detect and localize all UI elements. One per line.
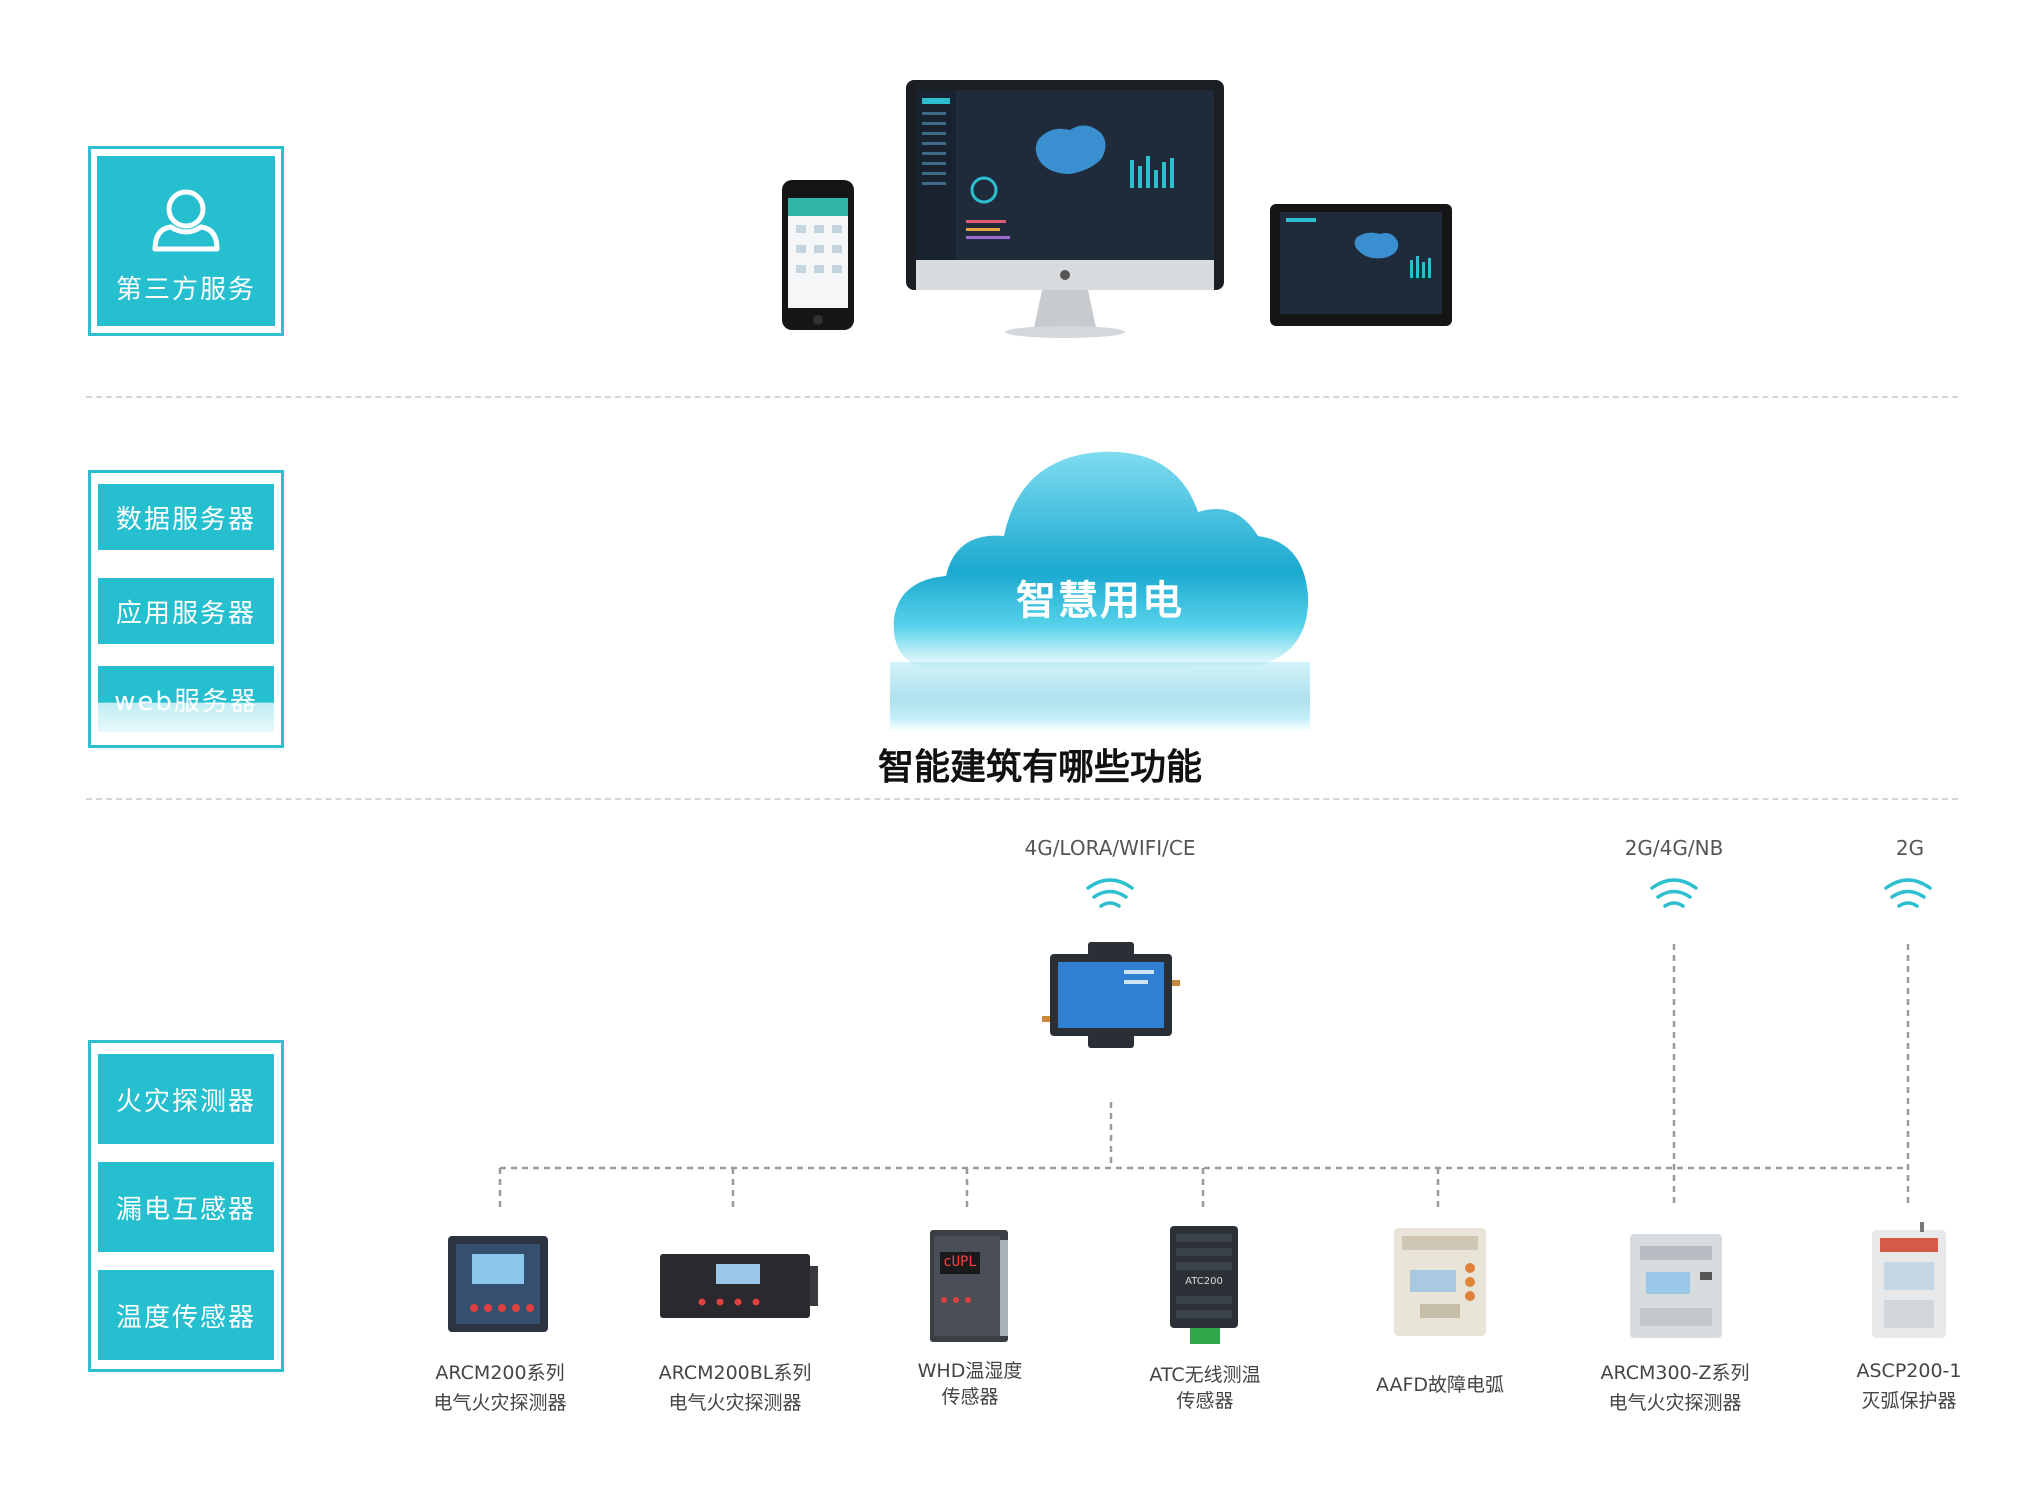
- cloud-shape: [890, 451, 1310, 732]
- product-label-whd-line1: WHD温湿度: [917, 1360, 1023, 1382]
- wifi-icon-ascp: [1884, 878, 1932, 908]
- product-arcm300-image: [1630, 1234, 1722, 1338]
- tablet-device: [1270, 204, 1452, 326]
- product-label-arcm200: ARCM200系列 电气火灾探测器: [390, 1358, 610, 1418]
- product-label-ascp-line2: 灭弧保护器: [1861, 1390, 1957, 1412]
- network-label-arcm300: 2G/4G/NB: [1624, 836, 1724, 860]
- product-label-ascp: ASCP200-1 灭弧保护器: [1799, 1356, 2019, 1416]
- product-label-whd-line2: 传感器: [941, 1386, 999, 1408]
- product-label-arcm200bl: ARCM200BL系列 电气火灾探测器: [625, 1358, 845, 1418]
- server-data: 数据服务器: [98, 484, 274, 550]
- product-aafd-image: [1394, 1228, 1486, 1336]
- device-fire-detector: 火灾探测器: [98, 1054, 274, 1144]
- product-label-arcm300-line2: 电气火灾探测器: [1608, 1392, 1742, 1414]
- cloud-label: 智慧用电: [1016, 578, 1184, 624]
- client-devices: [782, 80, 1452, 338]
- product-label-arcm200-line1: ARCM200系列: [435, 1362, 565, 1384]
- product-label-whd: WHD温湿度 传感器: [860, 1358, 1080, 1410]
- network-label-gateway: 4G/LORA/WIFI/CE: [1024, 836, 1196, 860]
- product-label-atc: ATC无线测温 传感器: [1095, 1362, 1315, 1414]
- divider-bottom: [86, 798, 1958, 800]
- product-whd-image: [930, 1230, 1008, 1342]
- monitor-device: [906, 80, 1224, 338]
- product-atc-image: [1170, 1226, 1238, 1344]
- wifi-icon-arcm300: [1650, 878, 1698, 908]
- product-label-aafd-line1: AAFD故障电弧: [1375, 1374, 1505, 1396]
- user-icon: [152, 189, 220, 251]
- product-label-atc-line2: 传感器: [1176, 1390, 1234, 1412]
- product-label-ascp-line1: ASCP200-1: [1856, 1360, 1962, 1382]
- product-label-arcm300-line1: ARCM300-Z系列: [1600, 1362, 1750, 1384]
- device-temperature-sensor: 温度传感器: [98, 1270, 274, 1360]
- product-label-atc-line1: ATC无线测温: [1149, 1364, 1261, 1386]
- product-arcm200bl-image: [660, 1254, 818, 1318]
- product-label-arcm300: ARCM300-Z系列 电气火灾探测器: [1565, 1358, 1785, 1418]
- third-party-service-label: 第三方服务: [115, 274, 256, 305]
- server-web: web服务器: [98, 666, 274, 732]
- page-heading: 智能建筑有哪些功能: [877, 747, 1202, 788]
- phone-device: [782, 180, 854, 330]
- product-label-arcm200bl-line1: ARCM200BL系列: [658, 1362, 812, 1384]
- divider-top: [86, 396, 1958, 398]
- product-label-arcm200bl-line2: 电气火灾探测器: [668, 1392, 802, 1414]
- wifi-icon-gateway: [1086, 878, 1134, 908]
- product-label-aafd: AAFD故障电弧: [1330, 1370, 1550, 1400]
- atc-model-text: ATC200: [1185, 1276, 1223, 1287]
- server-application: 应用服务器: [98, 578, 274, 644]
- gateway-device: [1042, 942, 1180, 1048]
- third-party-service-box: 第三方服务: [97, 156, 275, 326]
- product-ascp-image: [1872, 1222, 1946, 1338]
- device-leakage-transformer: 漏电互感器: [98, 1162, 274, 1252]
- product-label-arcm200-line2: 电气火灾探测器: [433, 1392, 567, 1414]
- network-label-ascp: 2G: [1895, 836, 1925, 860]
- whd-screen-text: cUPL: [943, 1254, 977, 1270]
- product-arcm200-image: [448, 1236, 548, 1332]
